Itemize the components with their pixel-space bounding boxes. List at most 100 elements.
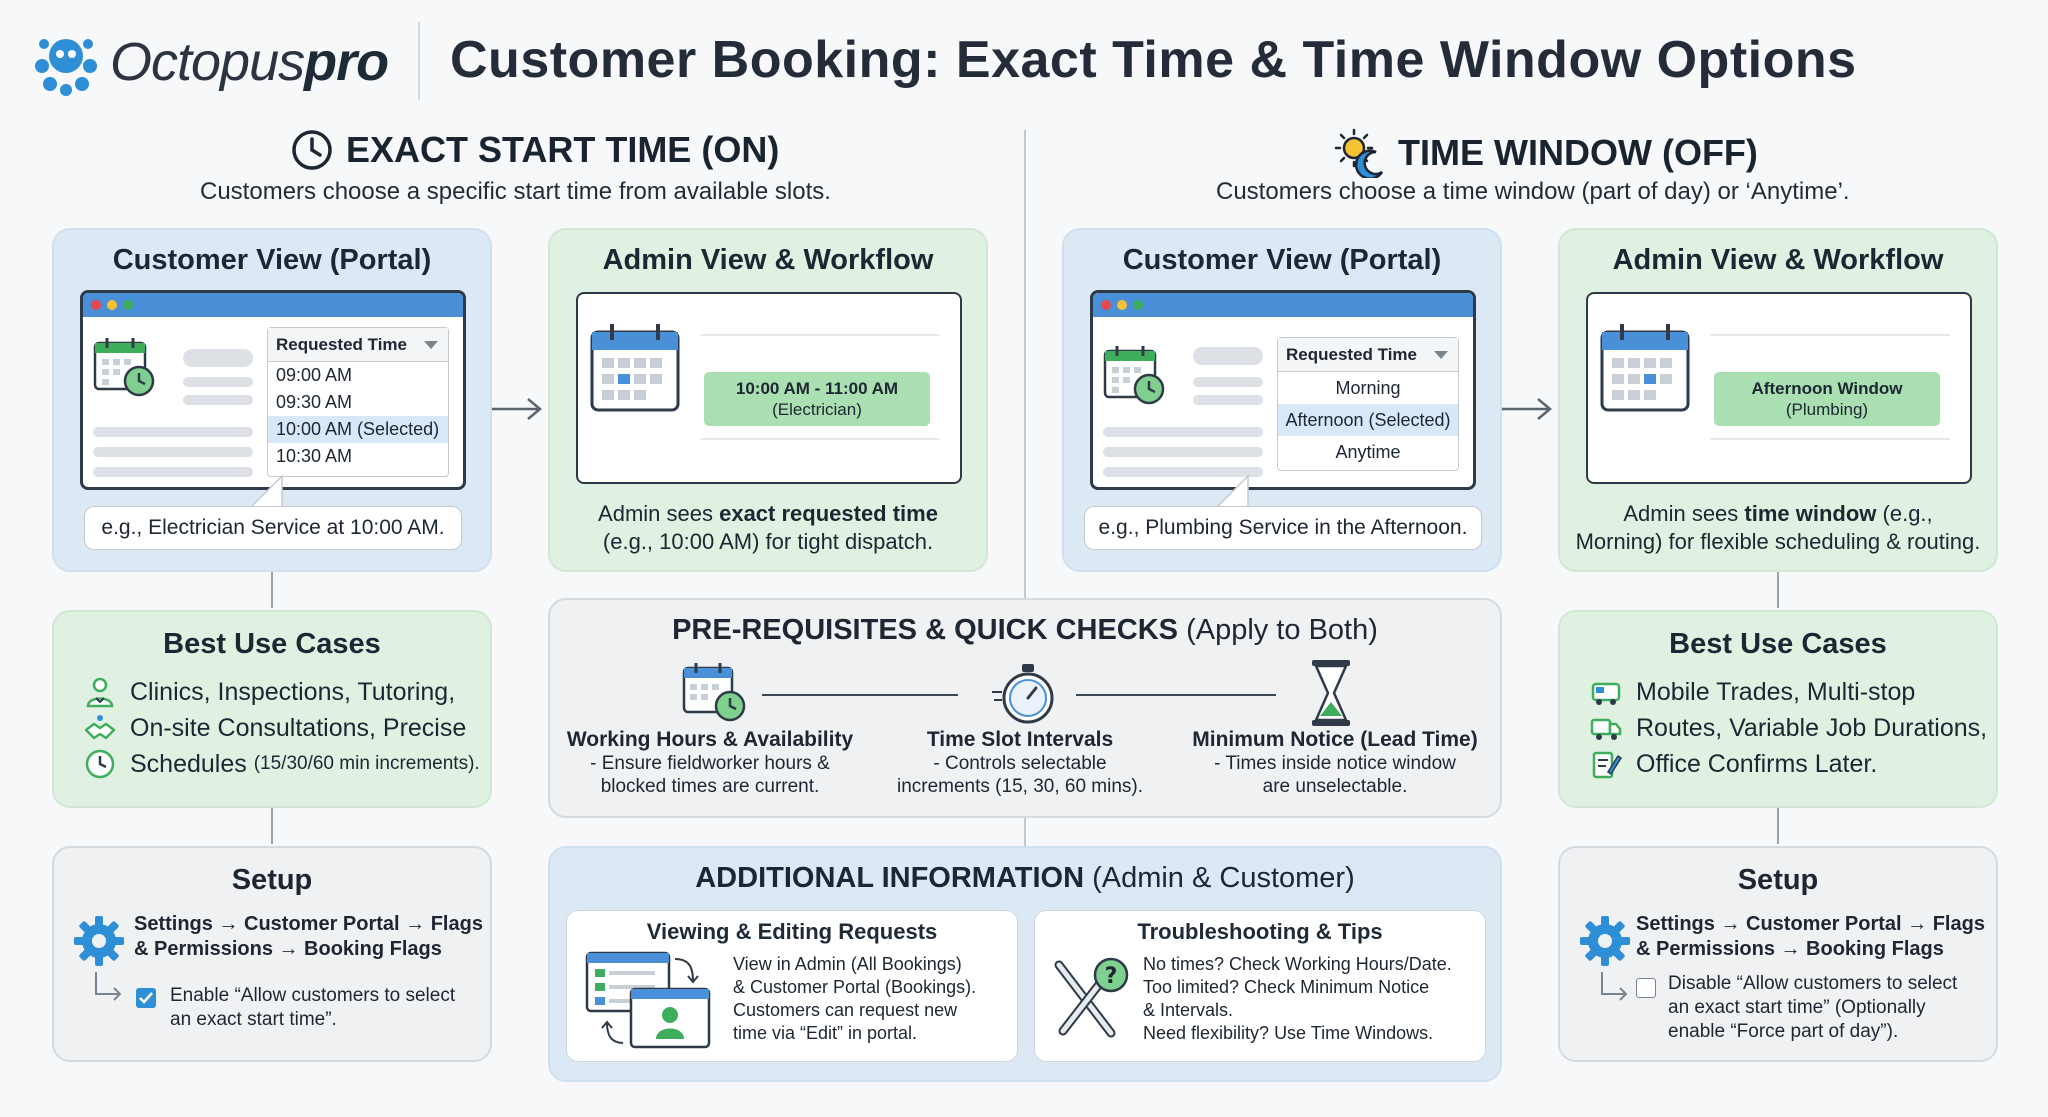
return-arrow-icon: [1601, 972, 1628, 1001]
right-admin-view-panel: Admin View & Workflow Afternoon Window(P…: [1558, 228, 1998, 572]
dropdown-header[interactable]: Requested Time: [268, 328, 448, 362]
left-section-subheading: Customers choose a specific start time f…: [200, 178, 831, 205]
svg-text:?: ?: [1105, 964, 1118, 989]
screens-user-icon: [585, 951, 711, 1049]
admin-view-description: Admin sees time window (e.g.,Morning) fo…: [1575, 501, 1981, 554]
gear-icon: [74, 916, 124, 966]
panel-title: PRE-REQUISITES & QUICK CHECKS (Apply to …: [672, 614, 1378, 646]
arrow-right-icon: [492, 398, 542, 420]
example-callout: e.g., Electrician Service at 10:00 AM.: [84, 506, 462, 550]
gear-icon: [1580, 916, 1630, 966]
handshake-icon: [84, 715, 116, 740]
card-description: No times? Check Working Hours/Date. Too …: [1143, 954, 1452, 1043]
chevron-down-icon: [1434, 351, 1448, 359]
panel-title: Best Use Cases: [1669, 628, 1887, 660]
use-case-item: Office Confirms Later.: [1590, 748, 1877, 780]
prereq-item: Working Hours & Availability - Ensure fi…: [566, 728, 854, 797]
prerequisites-panel: PRE-REQUISITES & QUICK CHECKS (Apply to …: [548, 598, 1502, 818]
card-description: View in Admin (All Bookings) & Customer …: [733, 954, 977, 1043]
panel-title: Admin View & Workflow: [602, 244, 934, 276]
truck-icon: [1590, 718, 1622, 740]
booking-slot[interactable]: 10:00 AM - 11:00 AM(Electrician): [704, 372, 930, 426]
window-option-selected[interactable]: Afternoon (Selected): [1278, 404, 1458, 436]
browser-mockup: Requested Time Morning Afternoon (Select…: [1090, 290, 1476, 490]
calendar-icon: [590, 324, 680, 412]
booking-slot[interactable]: Afternoon Window(Plumbing): [1714, 372, 1940, 426]
clock-icon: [85, 749, 115, 779]
panel-title: Setup: [231, 864, 313, 896]
panel-title: Best Use Cases: [163, 628, 381, 660]
window-option[interactable]: Morning: [1335, 377, 1401, 398]
use-case-item: Clinics, Inspections, Tutoring,: [84, 676, 455, 708]
settings-path: Settings → Customer Portal → Flags& Perm…: [134, 913, 483, 960]
time-option[interactable]: 09:00 AM: [276, 365, 353, 385]
sun-moon-icon: [1334, 128, 1384, 178]
connector-line: [1777, 808, 1779, 844]
use-case-item: On-site Consultations, Precise: [84, 712, 466, 744]
header-divider: [418, 22, 420, 100]
browser-mockup: Requested Time 09:00 AM 09:30 AM 10:00 A…: [80, 290, 466, 490]
card-title: Viewing & Editing Requests: [646, 919, 938, 944]
use-case-item: Mobile Trades, Multi-stop: [1590, 676, 1915, 708]
arrow-right-icon: [1502, 398, 1552, 420]
example-callout: e.g., Plumbing Service in the Afternoon.: [1084, 506, 1482, 550]
wrench-question-icon: ?: [1054, 957, 1129, 1038]
return-arrow-icon: [95, 972, 122, 1001]
calendar-clock-icon: [93, 338, 155, 397]
checkbox-checked[interactable]: [136, 988, 156, 1008]
left-setup-panel: Setup Settings → Customer Portal → Flags…: [52, 846, 492, 1062]
panel-title: Customer View (Portal): [112, 244, 432, 276]
left-customer-view-panel: Customer View (Portal) Requested Time 09…: [52, 228, 492, 572]
octopus-logo-icon: [35, 39, 97, 96]
calendar-icon: [1600, 324, 1690, 412]
viewing-editing-card: Viewing & Editing Requests View in Admin…: [566, 910, 1018, 1062]
window-option[interactable]: Anytime: [1335, 441, 1401, 462]
logo: Octopuspro: [30, 24, 410, 100]
connector-line: [271, 572, 273, 608]
left-section-heading: EXACT START TIME (ON): [290, 128, 779, 172]
admin-view-description: Admin sees exact requested time(e.g., 10…: [598, 501, 938, 554]
calendar-clock-icon: [682, 663, 746, 722]
clock-icon: [292, 130, 332, 170]
time-option[interactable]: 09:30 AM: [276, 392, 353, 412]
prereq-item: Minimum Notice (Lead Time) - Times insid…: [1192, 728, 1478, 797]
right-use-cases-panel: Best Use Cases Mobile Trades, Multi-stop…: [1558, 610, 1998, 808]
right-setup-panel: Setup Settings → Customer Portal → Flags…: [1558, 846, 1998, 1062]
connector-line: [762, 694, 958, 696]
use-case-item: Schedules (15/30/60 min increments).: [84, 748, 480, 780]
card-title: Troubleshooting & Tips: [1137, 919, 1383, 944]
van-icon: [1591, 682, 1621, 705]
panel-title: Customer View (Portal): [1122, 244, 1442, 276]
center-divider: [1024, 130, 1026, 600]
right-section-subheading: Customers choose a time window (part of …: [1216, 178, 1850, 205]
hourglass-icon: [1312, 660, 1350, 726]
connector-line: [271, 808, 273, 844]
right-customer-view-panel: Customer View (Portal) Requested Time Mo…: [1062, 228, 1502, 572]
time-option[interactable]: 10:30 AM: [276, 446, 353, 466]
connector-line: [1777, 572, 1779, 608]
check-icon: [139, 992, 153, 1004]
time-option-selected[interactable]: 10:00 AM (Selected): [268, 416, 448, 443]
logo-text: Octopuspro: [110, 32, 389, 92]
left-admin-view-panel: Admin View & Workflow 10:00 AM - 11:00 A…: [548, 228, 988, 572]
use-case-item: Routes, Variable Job Durations,: [1590, 712, 1987, 744]
left-use-cases-panel: Best Use Cases Clinics, Inspections, Tut…: [52, 610, 492, 808]
stopwatch-icon: [992, 664, 1054, 724]
center-divider-lower: [1024, 818, 1026, 846]
browser-bar: [83, 293, 463, 317]
settings-path: Settings → Customer Portal → Flags& Perm…: [1636, 913, 1985, 960]
requested-time-dropdown[interactable]: Requested Time Morning Afternoon (Select…: [1277, 337, 1459, 471]
admin-window-mockup: Afternoon Window(Plumbing): [1586, 292, 1972, 484]
chevron-down-icon: [424, 341, 438, 349]
dropdown-header[interactable]: Requested Time: [1278, 338, 1458, 372]
requested-time-dropdown[interactable]: Requested Time 09:00 AM 09:30 AM 10:00 A…: [267, 327, 449, 477]
right-section-heading: TIME WINDOW (OFF): [1332, 128, 1758, 178]
person-icon: [86, 677, 114, 708]
calendar-clock-icon: [1103, 346, 1165, 405]
checkbox-unchecked[interactable]: [1636, 978, 1656, 998]
panel-title: ADDITIONAL INFORMATION (Admin & Customer…: [695, 862, 1355, 894]
page-title: Customer Booking: Exact Time & Time Wind…: [450, 31, 1857, 89]
panel-title: Setup: [1737, 864, 1819, 896]
browser-bar: [1093, 293, 1473, 317]
